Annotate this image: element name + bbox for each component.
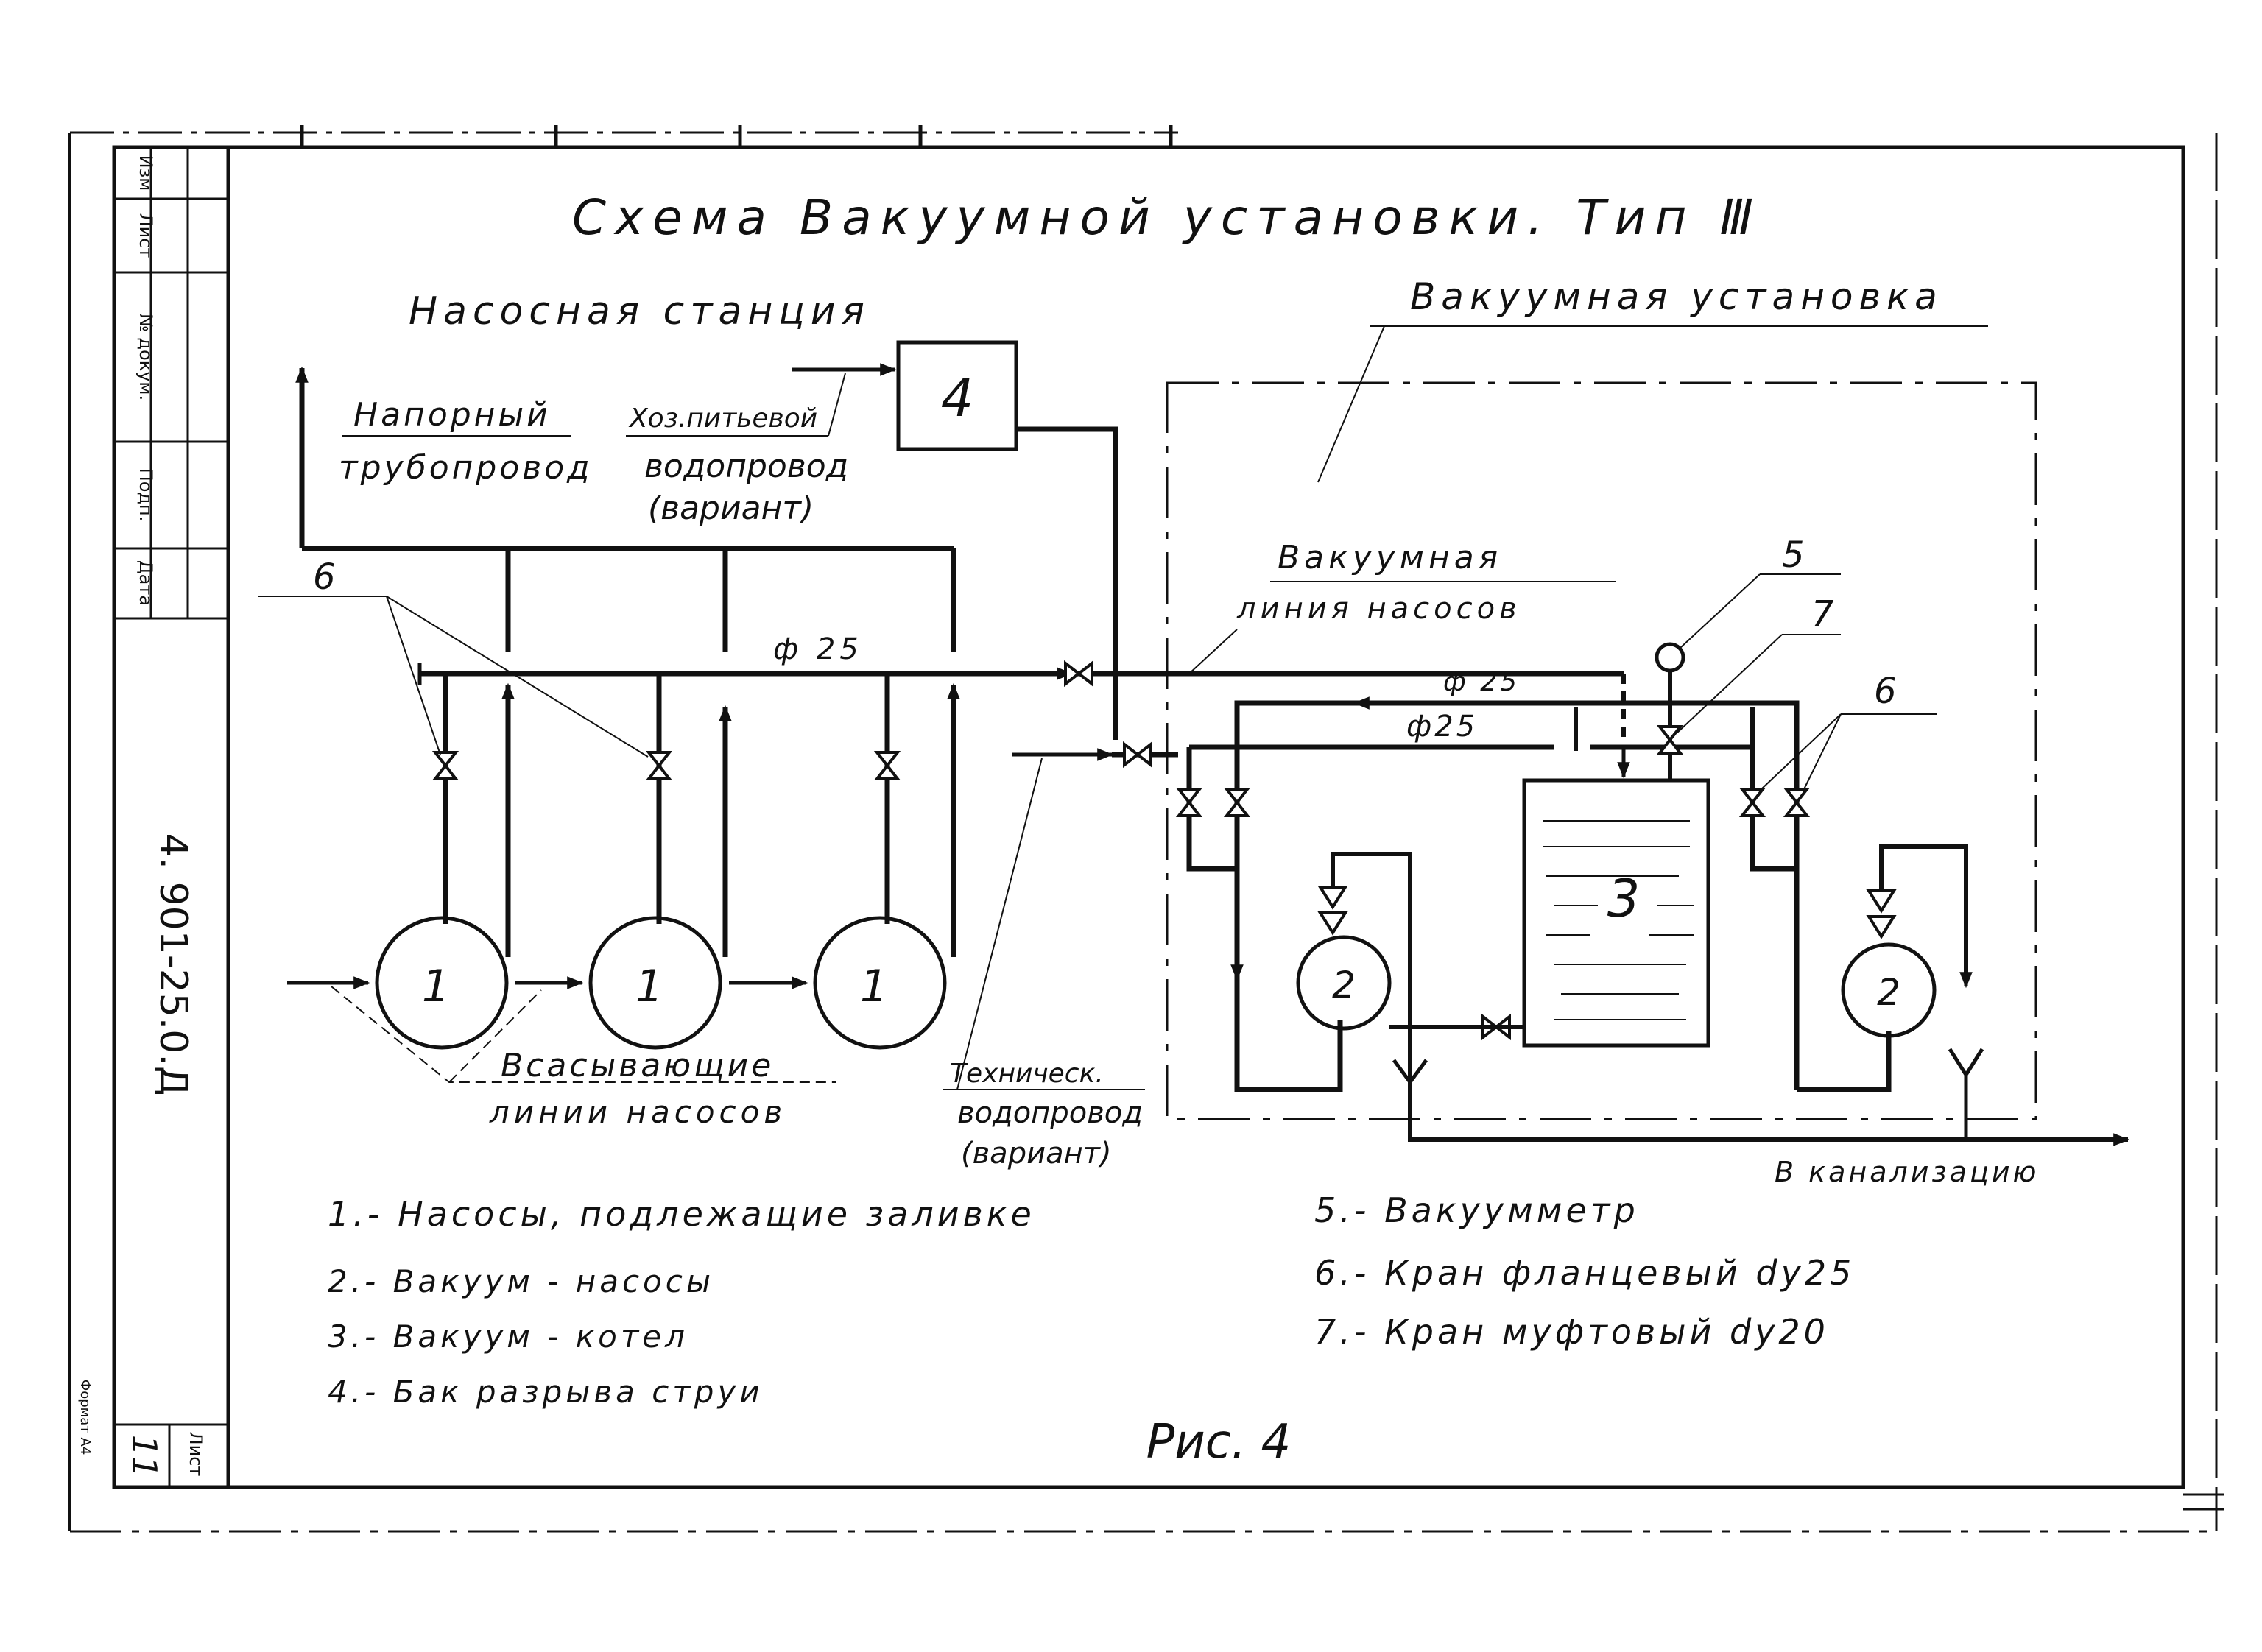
legend-4: 4.- Бак разрыва струи xyxy=(328,1374,764,1410)
boiler-water-lines xyxy=(1543,820,1694,1020)
vacuum-line-label-2: линия насосов xyxy=(1236,592,1521,626)
revision-columns: Изм Лист № докум. Подп. Дата xyxy=(135,155,156,606)
vac-pump-2-left-number: 2 xyxy=(1332,964,1356,1006)
valve-coupling-7 xyxy=(1656,725,1684,755)
pressure-label-1: Напорный xyxy=(353,396,551,434)
valve-main xyxy=(1064,660,1093,688)
boiler-number: 3 xyxy=(1607,869,1641,929)
vacuum-boiler-3 xyxy=(1522,778,1710,1048)
valve-vac-r1 xyxy=(1738,788,1766,817)
coupling-valve-number: 7 xyxy=(1811,593,1834,635)
format-note: Формат А4 xyxy=(77,1380,93,1455)
col-sheet: Лист xyxy=(135,213,156,258)
legend-2: 2.- Вакуум - насосы xyxy=(328,1263,714,1299)
tech-label-2: водопровод xyxy=(957,1096,1143,1130)
figure-caption: Рис. 4 xyxy=(1146,1415,1292,1469)
tank-4 xyxy=(896,340,1018,451)
vacuum-unit-heading: Вакуумная установка xyxy=(1410,275,1943,318)
valve-label-6-left: 6 xyxy=(313,557,336,598)
valve-pump-1c xyxy=(873,751,901,780)
legend: 1.- Насосы, подлежащие заливке 2.- Вакуу… xyxy=(328,1190,1855,1410)
col-doc: № докум. xyxy=(135,314,156,400)
suction-label-1: Всасывающие xyxy=(501,1047,774,1084)
pump-1-a-number: 1 xyxy=(422,961,450,1012)
gauge-number: 5 xyxy=(1782,534,1805,576)
vacuum-unit-piping xyxy=(1186,670,1892,1092)
doc-code: 4. 901-25.0.Д xyxy=(151,833,195,1095)
drinking-label-1: Хоз.питьевой xyxy=(628,403,817,434)
sheet-number: 11 xyxy=(124,1435,164,1478)
vac-pump-2-right xyxy=(1841,942,1937,1038)
pump-station-heading: Насосная станция xyxy=(409,289,870,333)
valve-vac-l2 xyxy=(1223,788,1251,817)
valve-vac-r2 xyxy=(1783,788,1811,817)
valve-tech-water xyxy=(1123,741,1152,769)
tank-4-number: 4 xyxy=(941,368,974,428)
pump-1-c-number: 1 xyxy=(860,961,888,1012)
suction-label-2: линии насосов xyxy=(489,1094,786,1130)
vac-pump-2-left xyxy=(1296,935,1392,1031)
vacuum-line-label-1: Вакуумная xyxy=(1278,539,1502,576)
legend-1: 1.- Насосы, подлежащие заливке xyxy=(328,1194,1035,1234)
valve-pump-1b xyxy=(645,751,673,780)
drinking-label-3: (вариант) xyxy=(648,490,814,527)
legend-5: 5.- Вакуумметр xyxy=(1314,1190,1639,1230)
legend-7: 7.- Кран муфтовый dу20 xyxy=(1314,1312,1829,1352)
check-valve-left xyxy=(1317,886,1348,936)
vacuum-gauge-5 xyxy=(1655,642,1685,673)
pump-1-b-number: 1 xyxy=(635,961,663,1012)
drawing-frame xyxy=(68,125,2224,1533)
pressure-pipeline xyxy=(295,366,956,652)
pump-1-branches xyxy=(443,674,890,924)
pump-1-b xyxy=(588,916,722,1050)
legend-6: 6.- Кран фланцевый dу25 xyxy=(1314,1253,1855,1293)
sewer-label: В канализацию xyxy=(1775,1156,2040,1188)
phi25-main: ф 25 xyxy=(773,632,863,666)
col-sign: Подп. xyxy=(135,468,156,522)
pump-1-c xyxy=(813,916,947,1050)
legend-3: 3.- Вакуум - котел xyxy=(328,1319,688,1355)
pressure-label-2: трубопровод xyxy=(339,449,593,487)
tech-label-3: (вариант) xyxy=(961,1137,1112,1171)
page-title: Схема Вакуумной установки. Тип Ⅲ xyxy=(572,189,1762,246)
sheet-label: Лист xyxy=(186,1432,206,1477)
vacuum-unit-boundary xyxy=(1166,381,2037,1120)
valve-pump-1a xyxy=(431,751,459,780)
phi25-top: ф 25 xyxy=(1443,667,1520,697)
funnel-right xyxy=(1948,1048,1984,1137)
tech-label-1: Техническ. xyxy=(950,1059,1104,1089)
valve-label-6-right: 6 xyxy=(1874,671,1897,712)
drinking-label-2: водопровод xyxy=(644,448,848,485)
vac-pump-2-right-number: 2 xyxy=(1877,971,1900,1014)
pump-1-a xyxy=(375,916,509,1050)
check-valve-right xyxy=(1866,889,1897,939)
phi25-second: ф25 xyxy=(1406,710,1478,744)
valve-vac-l1 xyxy=(1175,788,1203,817)
col-change: Изм xyxy=(135,155,156,191)
col-date: Дата xyxy=(135,560,156,606)
